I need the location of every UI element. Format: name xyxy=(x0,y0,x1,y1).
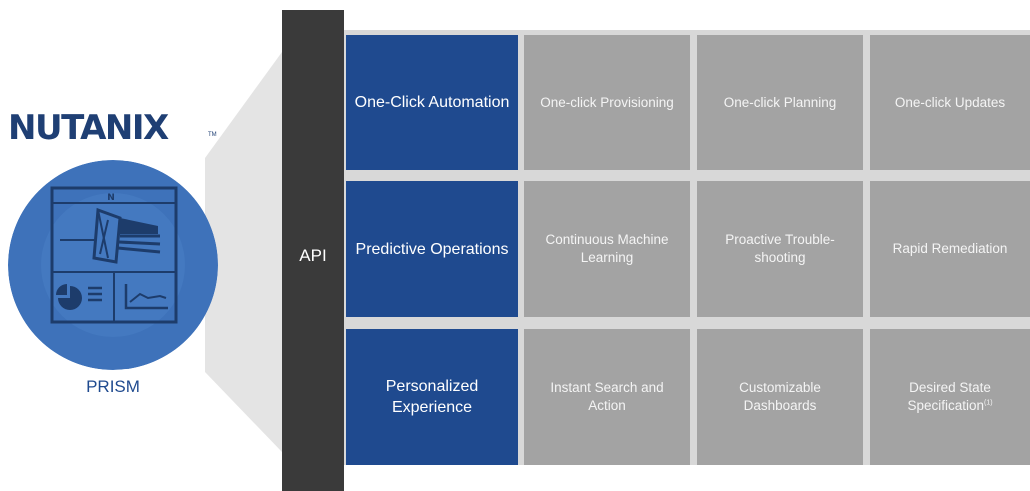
category-one-click-automation: One-Click Automation xyxy=(346,35,518,170)
feature-desired-state-specification: Desired State Specification(1) xyxy=(870,329,1030,465)
feature-one-click-updates: One-click Updates xyxy=(870,35,1030,170)
feature-proactive-troubleshooting: Proactive Trouble-shooting xyxy=(697,181,863,317)
feature-continuous-machine-learning: Continuous Machine Learning xyxy=(524,181,690,317)
feature-customizable-dashboards: Customizable Dashboards xyxy=(697,329,863,465)
logo-trademark: TM xyxy=(208,132,217,138)
feature-one-click-provisioning: One-click Provisioning xyxy=(524,35,690,170)
svg-text:N: N xyxy=(107,193,115,203)
category-predictive-operations: Predictive Operations xyxy=(346,181,518,317)
prism-circle: N xyxy=(8,160,218,370)
feature-one-click-planning: One-click Planning xyxy=(697,35,863,170)
prism-console-icon: N xyxy=(8,160,218,370)
nutanix-logo: NUTANIX TM xyxy=(8,108,218,148)
logo-text: NUTANIX xyxy=(8,108,169,148)
prism-label: PRISM xyxy=(86,377,140,396)
footnote-marker: (1) xyxy=(983,399,993,407)
api-label: API xyxy=(299,246,327,265)
api-bar: API xyxy=(282,10,344,491)
pie-chart-icon xyxy=(56,284,102,310)
feature-rapid-remediation: Rapid Remediation xyxy=(870,181,1030,317)
line-chart-icon xyxy=(124,284,168,310)
feature-instant-search-and-action: Instant Search and Action xyxy=(524,329,690,465)
category-personalized-experience: Personalized Experience xyxy=(346,329,518,465)
feature-desired-state-text: Desired State Specification xyxy=(907,380,991,413)
